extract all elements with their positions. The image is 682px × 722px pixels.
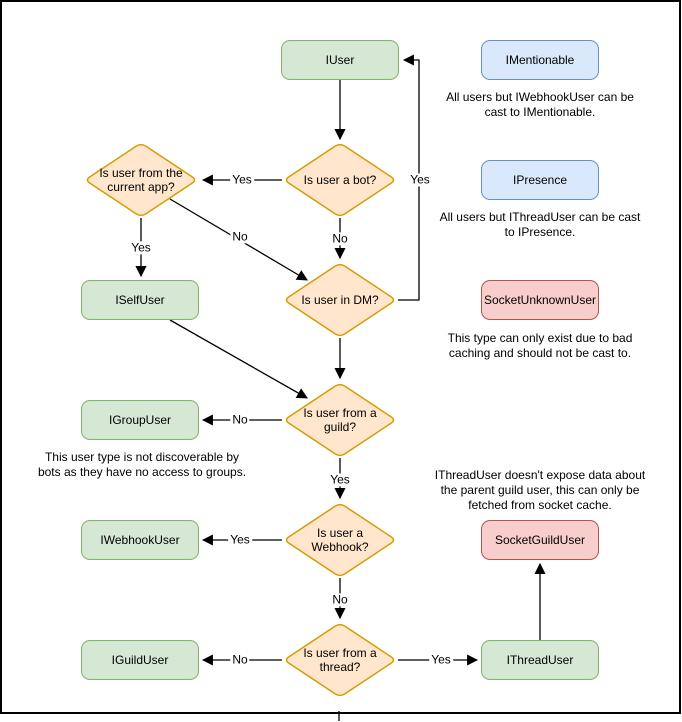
node-socketunknownuser: SocketUnknownUser	[481, 280, 599, 320]
edge-label-no: No	[230, 412, 250, 427]
diamond-shape	[285, 143, 395, 217]
node-iwebhookuser: IWebhookUser	[81, 520, 199, 560]
edge-label-yes: Yes	[129, 240, 153, 255]
decision-label: Is user from the current app?	[99, 165, 183, 194]
edge-label-yes: Yes	[230, 172, 254, 187]
note-socketunknownuser: This type can only exist due to bad cach…	[447, 331, 633, 360]
decision-label: Is user from a guild?	[303, 405, 377, 434]
edge-iselfuser-to-guild	[169, 319, 308, 399]
node-iuser: IUser	[281, 40, 399, 80]
edge-label-no: No	[330, 231, 350, 246]
note-ipresence: All users but IThreadUser can be cast to…	[439, 210, 641, 239]
node-imentionable: IMentionable	[481, 40, 599, 80]
decision-is-user-from-thread: Is user from a thread?	[282, 622, 398, 698]
node-iselfuser: ISelfUser	[81, 280, 199, 320]
decision-label: Is user a bot?	[303, 172, 377, 187]
note-ithreaduser: IThreadUser doesn't expose data about th…	[434, 468, 646, 512]
diamond-shape	[285, 383, 395, 457]
node-iguilduser: IGuildUser	[81, 640, 199, 680]
edge-label-yes: Yes	[429, 652, 453, 667]
node-socketguilduser: SocketGuildUser	[481, 520, 599, 560]
edge-label-no: No	[230, 229, 250, 244]
note-igroupuser: This user type is not discoverable by bo…	[37, 450, 247, 479]
decision-is-user-a-webhook: Is user a Webhook?	[282, 502, 398, 578]
edge-label-yes: Yes	[408, 172, 432, 187]
diamond-shape	[285, 263, 395, 337]
diamond-shape	[86, 143, 196, 217]
edge-label-yes: Yes	[328, 472, 352, 487]
note-imentionable: All users but IWebhookUser can be cast t…	[446, 90, 634, 119]
decision-label: Is user from a thread?	[303, 645, 377, 674]
decision-label: Is user a Webhook?	[311, 525, 369, 554]
decision-is-user-from-current-app: Is user from the current app?	[83, 142, 199, 218]
decision-label: Is user in DM?	[301, 292, 379, 307]
node-ithreaduser: IThreadUser	[481, 640, 599, 680]
decision-is-user-a-bot: Is user a bot?	[282, 142, 398, 218]
edge-label-no: No	[330, 592, 350, 607]
node-ipresence: IPresence	[481, 160, 599, 200]
decision-is-user-from-guild: Is user from a guild?	[282, 382, 398, 458]
diamond-shape	[285, 503, 395, 577]
edge-label-yes: Yes	[228, 532, 252, 547]
diamond-shape	[285, 623, 395, 697]
edge-label-no: No	[230, 652, 250, 667]
node-igroupuser: IGroupUser	[81, 400, 199, 440]
decision-is-user-in-dm: Is user in DM?	[282, 262, 398, 338]
